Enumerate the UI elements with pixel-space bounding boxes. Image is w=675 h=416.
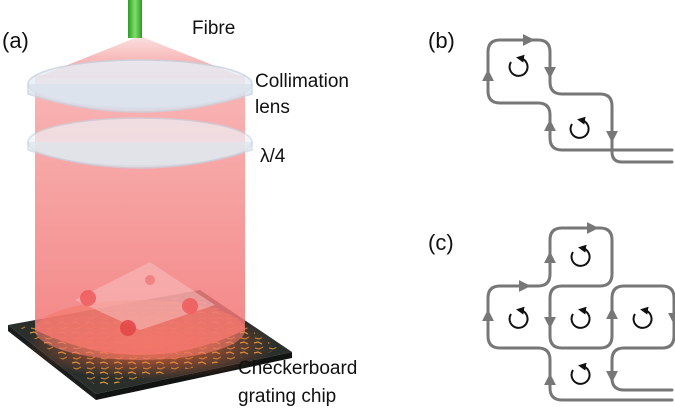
- circulation-icon: [570, 306, 591, 329]
- collimation-lens: [27, 59, 253, 113]
- circulation-icon: [632, 306, 653, 329]
- collimation-lens-label-line2: lens: [255, 97, 290, 118]
- fibre-label: Fibre: [192, 18, 235, 39]
- quarter-wave-plate: [27, 117, 253, 169]
- loop-path-five-cell: [482, 222, 675, 402]
- panel-label-a: (a): [2, 28, 29, 53]
- circulation-icon: [569, 116, 590, 139]
- circulation-icon: [570, 362, 591, 385]
- circulation-icon: [570, 244, 591, 267]
- waveplate-label: λ/4: [260, 146, 286, 167]
- fibre: [128, 0, 142, 38]
- chip-label-line2: grating chip: [238, 386, 336, 407]
- circulation-icon: [508, 54, 529, 77]
- circulation-icon: [508, 306, 529, 329]
- panel-label-c: (c): [428, 230, 454, 255]
- collimation-lens-label: Collimation: [255, 71, 349, 92]
- panel-label-b: (b): [428, 28, 455, 53]
- chip-label: Checkerboard: [238, 358, 357, 379]
- loop-path-two-cell: [482, 34, 674, 164]
- apparatus-illustration: [8, 0, 292, 400]
